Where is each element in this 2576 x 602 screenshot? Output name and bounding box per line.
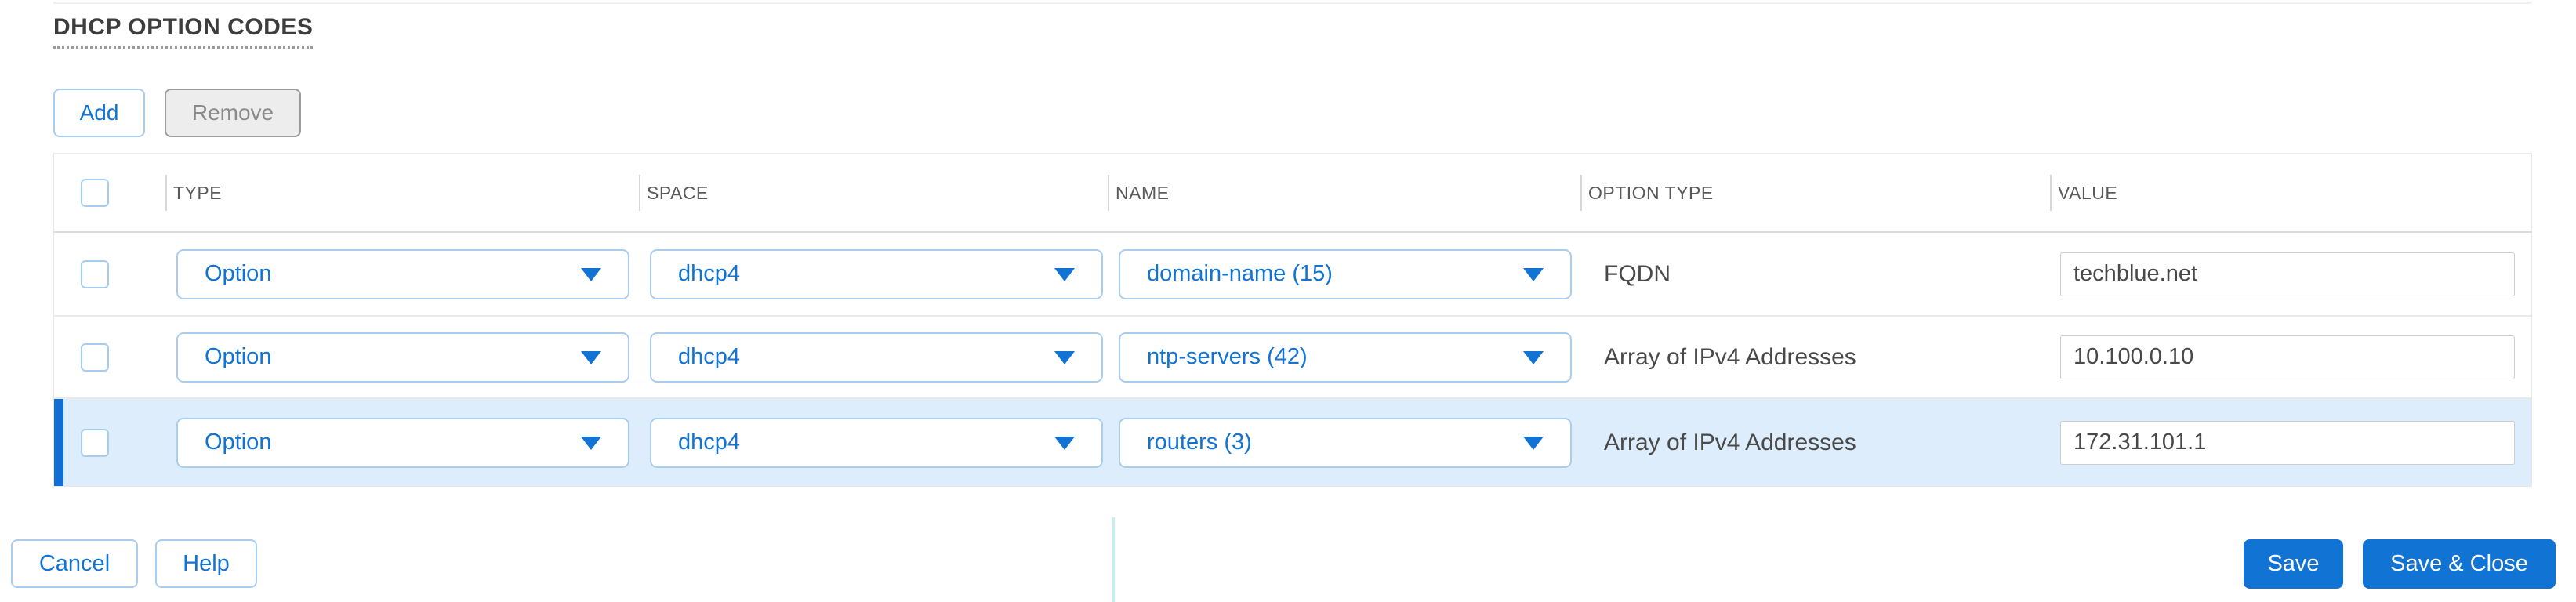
- chevron-down-icon: [1523, 436, 1544, 450]
- space-cell: dhcp4: [639, 399, 1108, 486]
- name-cell: domain-name (15): [1108, 233, 1580, 315]
- value-input[interactable]: [2060, 252, 2515, 296]
- add-button[interactable]: Add: [53, 89, 145, 137]
- name-dropdown[interactable]: domain-name (15): [1119, 248, 1572, 299]
- chevron-down-icon: [1523, 267, 1544, 281]
- checkbox-cell: [54, 233, 165, 315]
- name-dropdown-value: routers (3): [1147, 430, 1252, 455]
- top-divider: [53, 2, 2532, 4]
- type-cell: Option: [165, 233, 639, 315]
- space-dropdown[interactable]: dhcp4: [650, 248, 1103, 299]
- header-checkbox-cell: [54, 154, 165, 231]
- option-type-cell: Array of IPv4 Addresses: [1604, 343, 1856, 370]
- checkbox-cell: [54, 399, 165, 486]
- chevron-down-icon: [581, 267, 601, 281]
- help-button[interactable]: Help: [155, 539, 257, 588]
- chevron-down-icon: [1054, 350, 1075, 364]
- type-dropdown-value: Option: [205, 344, 272, 369]
- value-cell: [2050, 233, 2533, 315]
- chevron-down-icon: [1054, 436, 1075, 450]
- space-dropdown[interactable]: dhcp4: [650, 332, 1103, 383]
- page-title: DHCP OPTION CODES: [53, 14, 314, 49]
- space-dropdown-value: dhcp4: [678, 261, 741, 286]
- column-header-space: SPACE: [639, 154, 1108, 231]
- checkbox-cell: [54, 317, 165, 397]
- type-cell: Option: [165, 399, 639, 486]
- type-dropdown[interactable]: Option: [176, 417, 629, 468]
- space-cell: dhcp4: [639, 233, 1108, 315]
- row-checkbox[interactable]: [81, 259, 109, 288]
- value-input[interactable]: [2060, 335, 2515, 379]
- option-type-cell: FQDN: [1604, 260, 1671, 287]
- chevron-down-icon: [1054, 267, 1075, 281]
- space-dropdown-value: dhcp4: [678, 344, 741, 369]
- footer-divider-line: [1112, 517, 1115, 602]
- type-dropdown[interactable]: Option: [176, 332, 629, 383]
- table-header-row: TYPE SPACE NAME OPTION TYPE VALUE: [54, 154, 2531, 233]
- option-type-cell: Array of IPv4 Addresses: [1604, 429, 1856, 455]
- space-dropdown[interactable]: dhcp4: [650, 417, 1103, 468]
- row-checkbox[interactable]: [81, 428, 109, 457]
- name-dropdown-value: domain-name (15): [1147, 261, 1333, 286]
- name-dropdown-value: ntp-servers (42): [1147, 344, 1308, 369]
- chevron-down-icon: [1523, 350, 1544, 364]
- value-input[interactable]: [2060, 420, 2515, 465]
- type-dropdown-value: Option: [205, 261, 272, 286]
- column-header-option-type: OPTION TYPE: [1580, 154, 2050, 231]
- name-cell: routers (3): [1108, 399, 1580, 486]
- select-all-checkbox[interactable]: [81, 179, 109, 207]
- table-row: Option dhcp4 domain-name (15) FQDN: [54, 233, 2531, 315]
- dhcp-options-table: TYPE SPACE NAME OPTION TYPE VALUE Option…: [53, 153, 2532, 487]
- name-cell: ntp-servers (42): [1108, 317, 1580, 397]
- chevron-down-icon: [581, 436, 601, 450]
- type-dropdown[interactable]: Option: [176, 248, 629, 299]
- value-cell: [2050, 399, 2533, 486]
- name-dropdown[interactable]: ntp-servers (42): [1119, 332, 1572, 383]
- remove-button[interactable]: Remove: [165, 89, 301, 137]
- value-cell: [2050, 317, 2533, 397]
- table-row: Option dhcp4 ntp-servers (42) Array of I…: [54, 315, 2531, 397]
- save-button[interactable]: Save: [2244, 539, 2343, 589]
- space-dropdown-value: dhcp4: [678, 430, 741, 455]
- chevron-down-icon: [581, 350, 601, 364]
- space-cell: dhcp4: [639, 317, 1108, 397]
- cancel-button[interactable]: Cancel: [11, 539, 138, 588]
- column-header-type: TYPE: [165, 154, 639, 231]
- column-header-name: NAME: [1108, 154, 1580, 231]
- column-header-value: VALUE: [2050, 154, 2533, 231]
- table-row-selected: Option dhcp4 routers (3) Array of IPv4 A…: [54, 397, 2531, 486]
- row-checkbox[interactable]: [81, 343, 109, 372]
- type-cell: Option: [165, 317, 639, 397]
- type-dropdown-value: Option: [205, 430, 272, 455]
- name-dropdown[interactable]: routers (3): [1119, 417, 1572, 468]
- save-and-close-button[interactable]: Save & Close: [2363, 539, 2556, 589]
